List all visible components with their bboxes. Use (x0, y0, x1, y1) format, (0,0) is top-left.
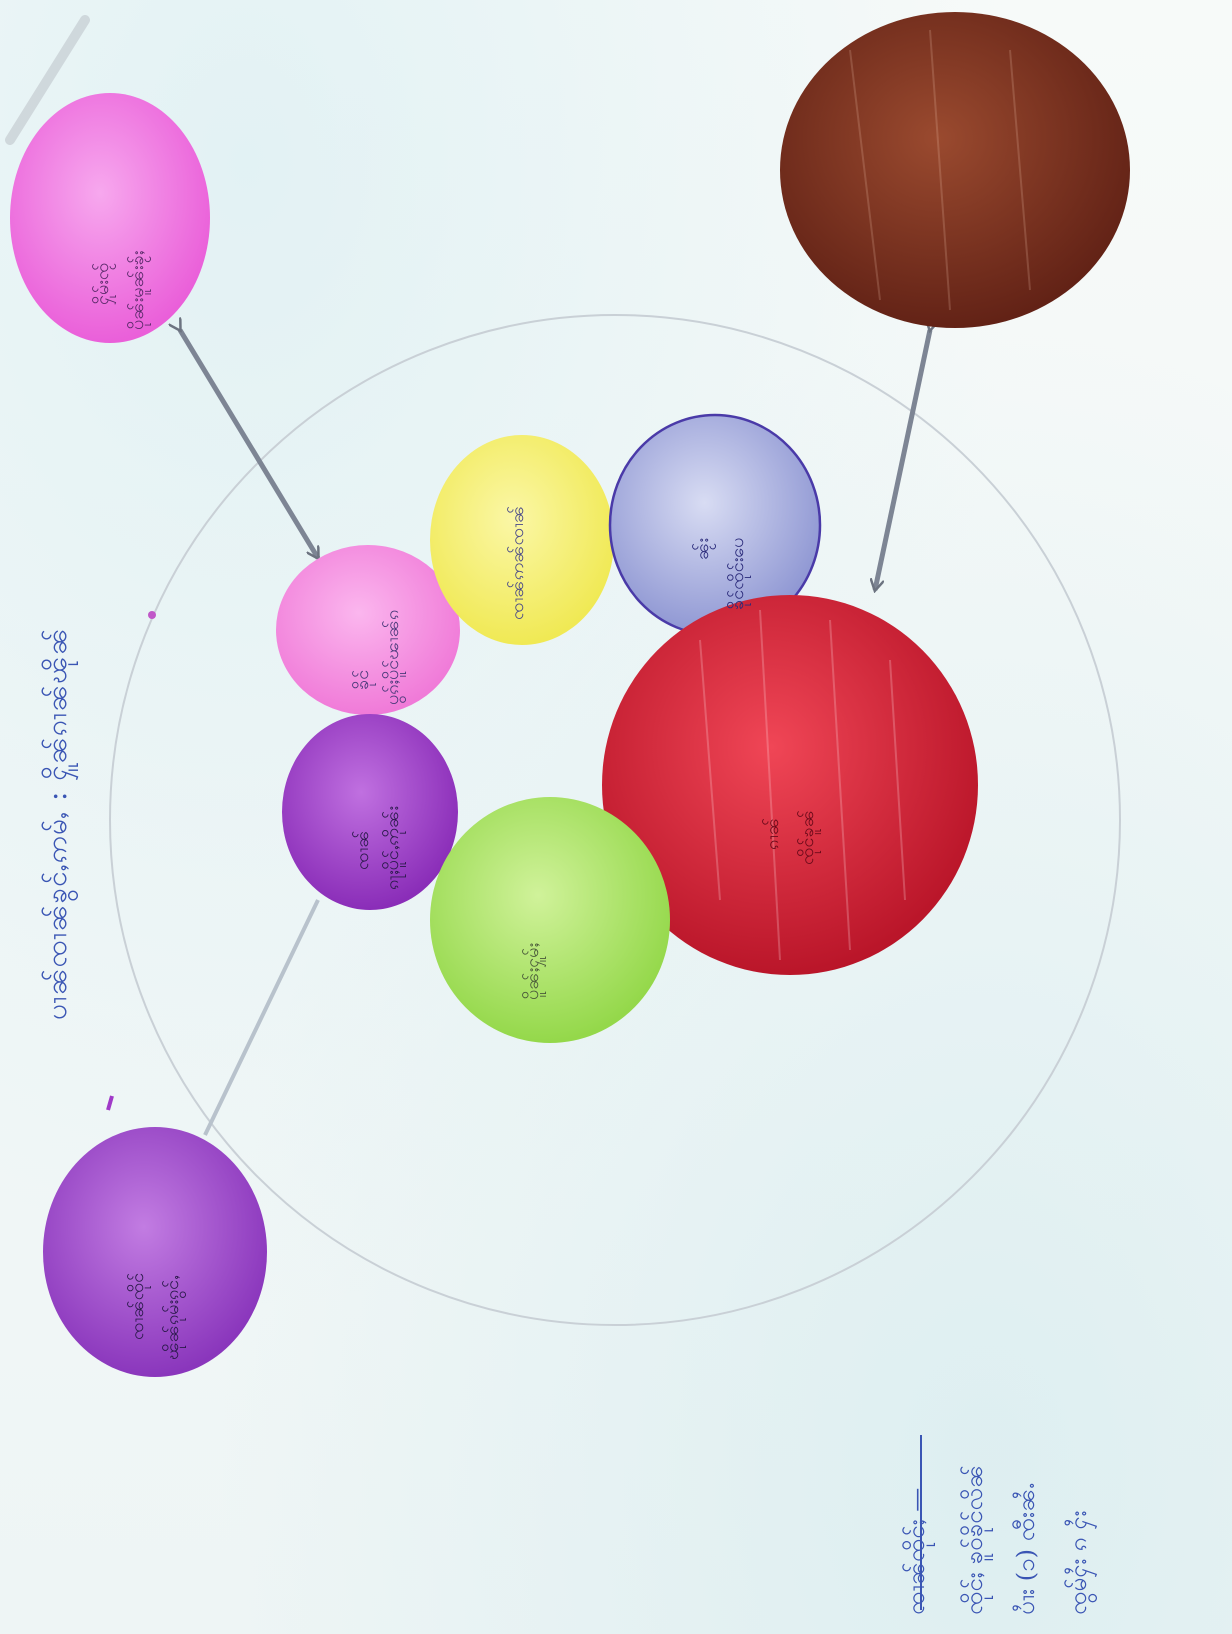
label-purple-bottom-2: ၽိုၼ်ၵုမ်းၵွင်ႇ (160, 1275, 187, 1360)
label-purple-center-1: ၸၢၼ် (350, 830, 377, 870)
label-pink-center-2: ပွၵ်ႈပိူင်ၽၢၼ်ၵ (380, 610, 407, 705)
circle-purple-bottom (43, 1127, 267, 1377)
label-blue-1: ၼႂ်း (690, 538, 717, 560)
circle-purple-center (282, 714, 458, 910)
arrow-pink-top-to-pink-center (180, 330, 318, 558)
label-red-2: ၸိုင်ၶူၼ် (795, 810, 822, 865)
label-green: ပိူၼ်ႈႁူမ်ႈ (520, 943, 547, 1000)
signature-line-4: ၸွမ်ႁႆး ၵ ႁႆး (1062, 1510, 1098, 1615)
stray-dot (148, 611, 156, 619)
purple-bottom-tick (108, 1096, 112, 1110)
page-title: ပၢၼ်ၸၢၼ်ၶွင်ႇဢမ်ႇ : ႁိူၼ်ၵၢၼ်ၽိုၼ် (38, 627, 80, 1020)
label-red-1: ၵၢၼ် (760, 818, 787, 850)
label-pink-top-2: ပိုၼ်းမူၼ်းၶႂ်ႈ (125, 251, 152, 330)
label-yellow: ၸၢၼ်ဢၼ်ၸၢၼ် (505, 506, 532, 620)
connector-purple-center-to-purple-bottom (205, 900, 318, 1135)
label-pink-top-1: ႁိုမ်းၸႂ် (90, 263, 117, 305)
circle-brown-top (780, 12, 1130, 328)
signature-line-1: ၸၢၼ်ၸိုင်ႈ — (900, 1488, 936, 1615)
label-blue-2: ၶိုင်ၸိုင်းပေ (725, 538, 752, 610)
signature-line-2: ၸိုင်ႈ ၶူဝ်ၶိုင်လိၼ် (958, 1465, 994, 1615)
label-purple-bottom-1: ၸၢၼ်ၸိုင် (125, 1273, 152, 1340)
signature-rule (920, 1435, 922, 1610)
circle-green (430, 797, 670, 1043)
arrow-brown-to-red (875, 330, 930, 590)
label-pink-center-1: ၶိုင် (350, 670, 377, 690)
circle-pink-top (10, 93, 210, 343)
signature-line-3: ပၢႆး (၁) ၸီးၼႆႉ (1010, 1483, 1046, 1615)
label-purple-center-2: ၵႃႈပိူင်ႇဢိုၼ်း (380, 806, 407, 890)
